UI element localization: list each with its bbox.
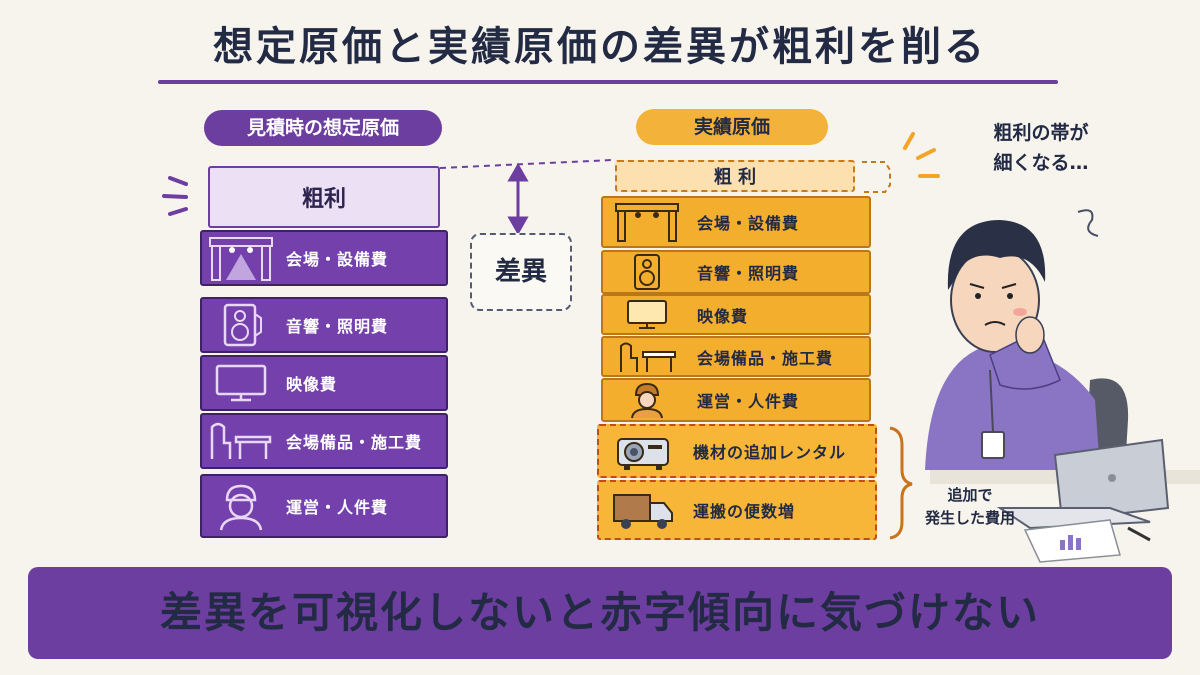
estimated-cost-item: 会場備品・施工費 — [200, 413, 448, 469]
estimated-cost-item: 運営・人件費 — [200, 474, 448, 538]
item-label: 会場・設備費 — [697, 214, 800, 233]
staff-icon — [202, 480, 280, 532]
item-label: 会場備品・施工費 — [697, 348, 834, 368]
item-label: 音響・照明費 — [697, 264, 800, 283]
chair-table-icon — [603, 340, 691, 374]
estimated-cost-header: 見積時の想定原価 — [204, 110, 442, 146]
item-label: 運営・人件費 — [286, 498, 389, 517]
emphasis-marks-icon — [162, 176, 188, 216]
speaker-icon — [202, 302, 280, 348]
item-label: 会場備品・施工費 — [286, 433, 423, 452]
monitor-icon — [202, 363, 280, 403]
profit-bracket-line — [862, 161, 891, 193]
estimated-cost-item: 映像費 — [200, 355, 448, 411]
hand-on-cheek — [1015, 316, 1045, 354]
item-label: 運営・人件費 — [697, 392, 800, 411]
estimated-profit-block: 粗利 — [208, 166, 440, 228]
person-hair — [947, 220, 1046, 290]
difference-label: 差異 — [470, 233, 572, 311]
item-label: 音響・照明費 — [286, 317, 389, 336]
actual-cost-item: 音響・照明費 — [601, 250, 871, 294]
note-line: 粗利の帯が — [993, 122, 1089, 144]
actual-cost-item: 運営・人件費 — [601, 378, 871, 422]
item-label: 会場・設備費 — [286, 250, 389, 269]
extra-cost-brace-icon — [889, 426, 913, 540]
item-label: 機材の追加レンタル — [693, 443, 847, 462]
truck-icon — [599, 489, 687, 531]
item-label: 映像費 — [697, 306, 749, 326]
id-badge-icon — [981, 431, 1005, 459]
worried-person-illustration — [925, 209, 1200, 563]
actual-cost-item: 映像費 — [601, 294, 871, 335]
profit-shrinks-note: 粗利の帯が 細くなる… — [956, 118, 1126, 178]
extra-cost-note: 追加で 発生した費用 — [900, 484, 1040, 530]
staff-icon — [603, 381, 691, 419]
item-label: 映像費 — [286, 375, 338, 394]
chair-table-icon — [202, 419, 280, 463]
difference-arrow-icon — [507, 162, 529, 236]
extra-cost-item: 運搬の便数増 — [597, 480, 877, 540]
actual-cost-item: 会場・設備費 — [601, 196, 871, 248]
page-title: 想定原価と実績原価の差異が粗利を削る — [213, 24, 987, 70]
estimated-cost-item: 会場・設備費 — [200, 230, 448, 286]
actual-cost-item: 会場備品・施工費 — [601, 336, 871, 377]
note-line: 追加で — [947, 486, 993, 504]
conclusion-banner: 差異を可視化しないと赤字傾向に気づけない — [28, 567, 1172, 659]
extra-cost-item: 機材の追加レンタル — [597, 424, 877, 478]
pen-icon — [1127, 526, 1151, 542]
swirl-icon — [1077, 209, 1099, 237]
estimated-cost-item: 音響・照明費 — [200, 297, 448, 353]
actual-cost-header: 実績原価 — [636, 109, 828, 145]
note-line: 発生した費用 — [924, 509, 1015, 527]
speaker-icon — [603, 253, 691, 291]
monitor-icon — [603, 299, 691, 331]
projector-icon — [599, 429, 687, 473]
actual-profit-block: 粗 利 — [615, 160, 855, 192]
stage-truss-icon — [202, 234, 280, 282]
note-line: 細くなる… — [993, 152, 1089, 174]
alert-marks-icon — [903, 132, 940, 178]
title-underline — [158, 80, 1058, 84]
stage-truss-icon — [603, 201, 691, 243]
profit-connector-line — [439, 159, 613, 169]
item-label: 運搬の便数増 — [693, 502, 796, 521]
